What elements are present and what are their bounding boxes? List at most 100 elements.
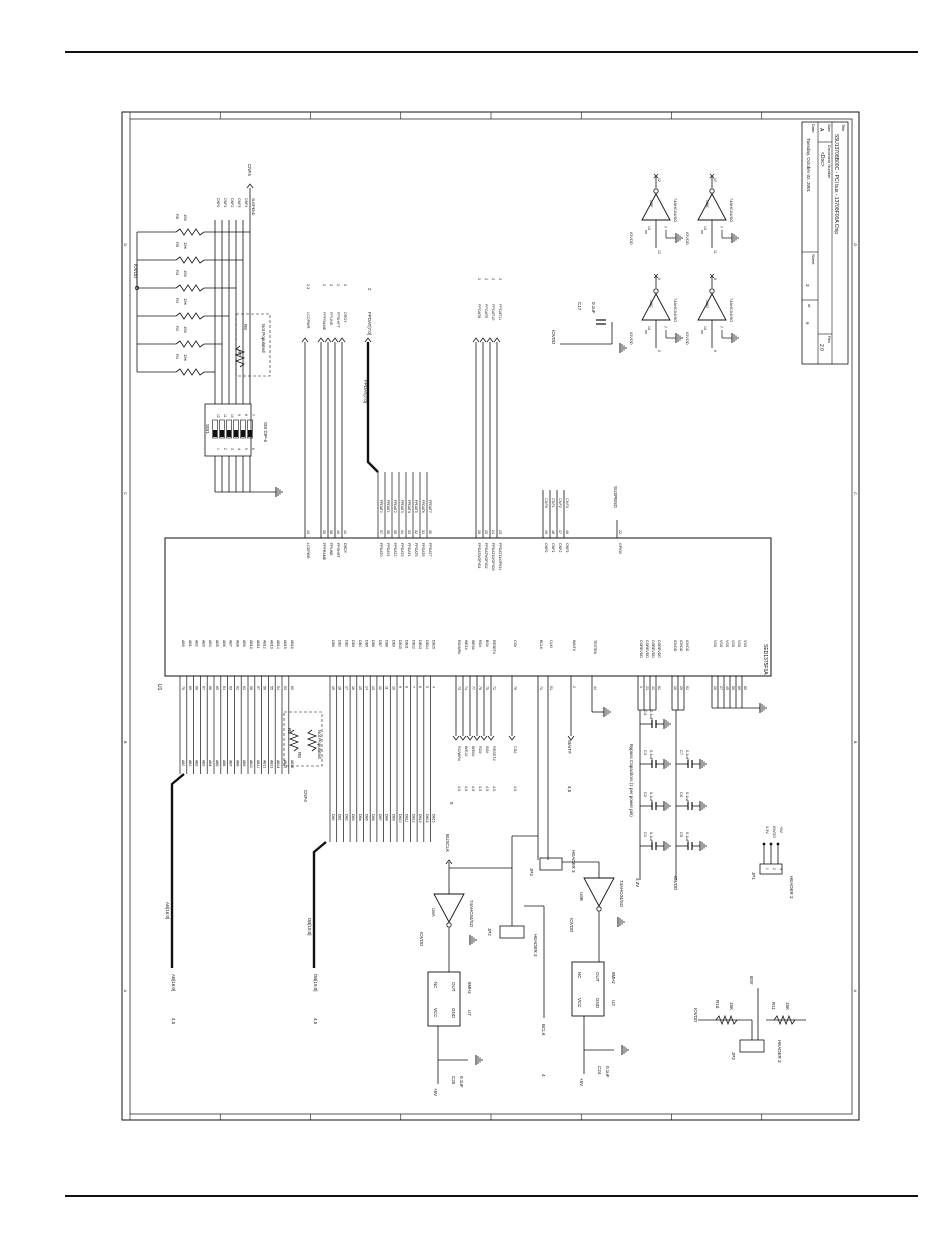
chip-pin-num-10: 10: [391, 686, 395, 690]
chip-pin-num-23: 23: [498, 530, 502, 534]
chip-pin-num-6: 6: [418, 686, 422, 688]
chip-pin-num-61: 61: [657, 686, 661, 690]
ab-bus-net: AB[16:0]: [171, 974, 176, 991]
chip-pin-num-22: 22: [618, 530, 622, 534]
chip-pin-num-36: 36: [386, 530, 390, 534]
switch-net-cnf1: CNF1: [223, 198, 227, 207]
switch-pin-10: 10: [230, 414, 234, 418]
ctrl-net-sheets-reset-: 4,5: [492, 786, 496, 791]
ctrl-net-sheets-bs-: 4,5: [485, 786, 489, 791]
chip-pin-num-37: 37: [379, 530, 383, 534]
inverter-vcc-pin-u6f: 14: [647, 226, 651, 230]
chip-pin-db4-15: DB4: [358, 640, 362, 647]
chip-pin-num-63: 63: [229, 686, 233, 690]
ab-bus-tap-8: AB8: [235, 760, 239, 767]
chip-pin-num-58: 58: [249, 686, 253, 690]
wiring: [136, 188, 806, 1084]
chip-pin-we1--74: WE1#: [464, 640, 468, 650]
chip-pin-db1-18: DB1: [338, 640, 342, 647]
chip-pin-num-12: 12: [378, 686, 382, 690]
chip-pin-vss-50: VSS: [731, 640, 735, 648]
chip-pin-fpline: FPLINE: [329, 543, 333, 556]
chip-pin-gpio0: GPIO0: [618, 543, 622, 554]
jp3-part: HEADER 3: [777, 1040, 782, 1063]
chip-pin-ab2-68: AB2: [195, 640, 199, 647]
pullup-ref-r4: R4: [175, 270, 180, 276]
cnf-net-cnf0: CNF0: [544, 498, 548, 508]
jp1-ref: JP1: [751, 872, 756, 880]
chip-pin-num-1: 1: [639, 686, 643, 688]
c24-cap: C24 0.1uF +5V: [579, 1066, 610, 1086]
bclk-sheet: 4: [541, 1074, 546, 1077]
ab-bus-tap-12: AB12: [263, 760, 267, 768]
r10-ref: R10: [715, 1000, 720, 1009]
chip-pin-clki-51: CLKI: [549, 640, 553, 648]
db-bus-tap-1: DB1: [338, 814, 342, 821]
switch-pin-7: 7: [251, 414, 255, 416]
switch-pin-12: 12: [216, 414, 220, 418]
db-bus-tap-7: DB7: [378, 814, 382, 821]
db-bus-tap-10: DB10: [398, 814, 402, 823]
inverter-out-pin-u6c: 6: [657, 278, 661, 280]
fpdat-bus-tap-0: FPDAT0: [379, 500, 383, 513]
inverter-out-pin-u6d: 8: [713, 278, 717, 280]
jp1-pin-3: 3: [779, 868, 783, 870]
u6b-ref: U6B: [579, 892, 584, 901]
ab-bus-label: AB[16:0]: [165, 902, 170, 919]
ab-bus-tap-10: AB10: [249, 760, 253, 768]
chip-pin-ab9-61: AB9: [242, 640, 246, 647]
ab-bus-tap-2: AB2: [195, 760, 199, 767]
chip-pin-rd-wr--73: RD/WR#: [457, 640, 461, 654]
lcd-net-sheets-lcdpwr: 2,3: [306, 284, 310, 289]
u2-out: OUT: [595, 972, 600, 982]
chip-pin-num-46: 46: [565, 530, 569, 534]
chip-pin-num-53: 53: [283, 686, 287, 690]
chip-pin-num-31: 31: [421, 530, 425, 534]
chip-pin-num-25: 25: [484, 530, 488, 534]
chip-pin-num-10: 10: [673, 686, 677, 690]
chip-pin-num-19: 19: [331, 686, 335, 690]
io-iovdd-label: IOVDD: [673, 876, 678, 891]
bus-lines: [170, 342, 379, 968]
inverter-in-pin-u6f: 13: [657, 250, 661, 254]
ab-bus-tap-9: AB9: [242, 760, 246, 767]
ctrl-net-sheets-rd-: 4,5: [478, 786, 482, 791]
lcd-net-sheets-fpframe: 2: [322, 284, 326, 286]
chip-pin-num-61: 61: [242, 686, 246, 690]
chip-pin-num-75: 75: [485, 686, 489, 690]
inverter-out-pin-u6f: 12: [657, 178, 661, 182]
switch-pin-5: 5: [244, 448, 248, 450]
jp1-net--5v: +5V: [779, 826, 783, 833]
db-bus-sheets: 4,5: [313, 1018, 318, 1025]
zone-left-D: D: [123, 243, 128, 246]
inverter-ref-u6d: U6D: [705, 300, 710, 308]
chip-pin-num-26: 26: [477, 530, 481, 534]
zone-left-C: C: [123, 492, 128, 495]
zone-right-D: D: [853, 243, 858, 246]
db-bus-tap-15: DB15: [432, 814, 436, 823]
chip-pin-fpshift: FPSHIFT: [336, 543, 340, 559]
chip-pin-fpdat7: FPDAT7: [428, 543, 432, 557]
chip-pin-num-57: 57: [256, 686, 260, 690]
fpdat-net-fpdat10: FPDAT10: [491, 304, 495, 320]
jp3: JP3 HEADER 3 R10 15K R11 15K IOVDD BS#: [693, 976, 790, 1063]
jp4-ref: JP4: [529, 868, 534, 876]
switch-net-cnf2: CNF2: [230, 198, 234, 207]
cnf-net-cnf3: CNF3: [565, 498, 569, 508]
bclk-net: BCLK 4: [541, 1024, 546, 1077]
chip-pin-fpdat2: FPDAT2: [393, 543, 397, 557]
chip-pin-num-72: 72: [492, 686, 496, 690]
chip-pin-corevdd-21: COREVDD: [645, 640, 649, 658]
busclk-net: BUSCLK: [445, 834, 450, 852]
zone-right-A: A: [853, 990, 858, 993]
pullup-ref-r2: R2: [175, 326, 180, 332]
bypass-val-c3: 0.1uF: [649, 750, 654, 761]
jp2: JP2 HEADER 3: [487, 925, 538, 957]
chip-pin-num-33: 33: [407, 530, 411, 534]
inverter-ref-u6e: U6E: [705, 200, 710, 208]
fpdat-net-fpdat11: FPDAT11: [498, 304, 502, 320]
chip-pin-reset--72: RESET#: [492, 640, 496, 654]
ctrl-net-cs-: CS#: [513, 746, 517, 754]
zone-right-C: C: [853, 492, 858, 495]
